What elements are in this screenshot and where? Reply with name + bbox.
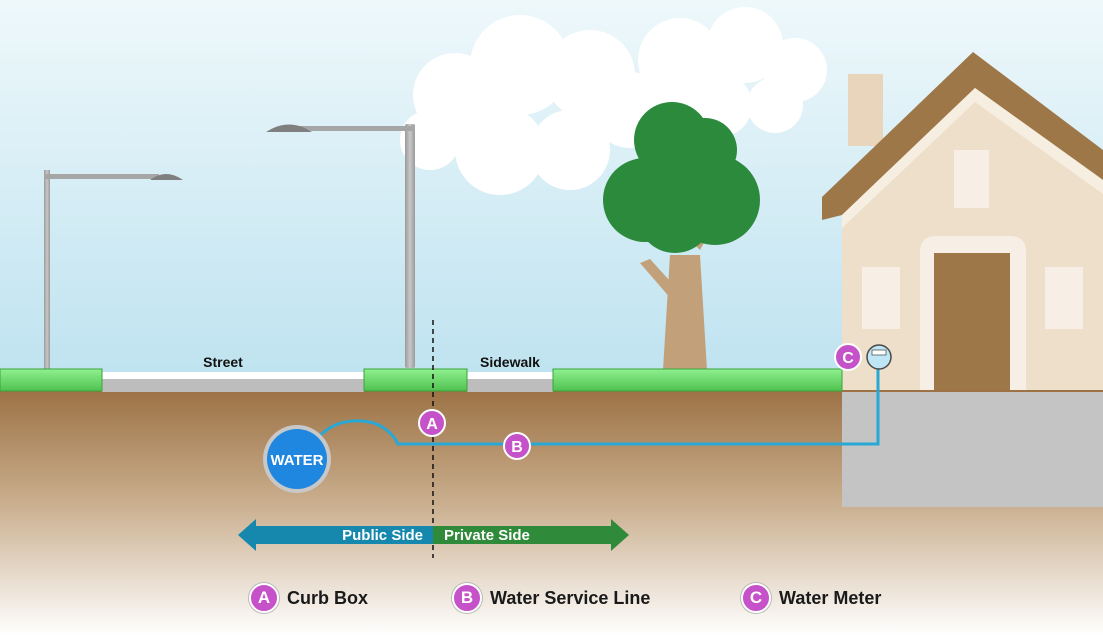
water-main-label: WATER: [270, 452, 323, 469]
marker-c: C: [834, 343, 862, 371]
private-side-arrow: [433, 519, 629, 551]
grass-left: [0, 368, 103, 392]
street-surface: [102, 379, 364, 392]
street-lamp-right: [266, 124, 415, 368]
water-service-pipe: [316, 369, 880, 446]
water-meter: [866, 344, 892, 370]
legend-item-curb-box: A Curb Box: [249, 582, 368, 614]
legend-badge-a: A: [249, 583, 279, 613]
street-label: Street: [203, 354, 243, 370]
legend-badge-b: B: [452, 583, 482, 613]
sidewalk-label: Sidewalk: [480, 354, 540, 370]
svg-text:A: A: [426, 416, 438, 433]
public-side-label: Public Side: [342, 527, 423, 544]
sidewalk-surface: [467, 379, 553, 392]
public-private-arrow: Public Side Private Side: [238, 519, 629, 551]
legend-item-water-meter: C Water Meter: [741, 582, 881, 614]
cloud-right: [630, 7, 827, 137]
legend-badge-c: C: [741, 583, 771, 613]
cloud-left: [400, 15, 668, 195]
water-main: WATER: [263, 425, 331, 493]
house: [822, 52, 1103, 392]
svg-text:C: C: [842, 350, 854, 367]
marker-a: A: [418, 409, 446, 437]
grass-yard: [552, 368, 843, 392]
public-side-arrow: [238, 519, 433, 551]
legend-label-water-service-line: Water Service Line: [490, 587, 651, 608]
private-side-label: Private Side: [444, 527, 530, 544]
street-lamp-left: [44, 170, 183, 370]
svg-text:B: B: [511, 439, 523, 456]
legend-label-curb-box: Curb Box: [287, 587, 368, 608]
marker-b: B: [503, 432, 531, 460]
house-foundation: [842, 392, 1103, 507]
tree: [603, 102, 760, 370]
grass-median: [363, 368, 468, 392]
legend-item-water-service-line: B Water Service Line: [452, 582, 650, 614]
legend-label-water-meter: Water Meter: [779, 587, 882, 608]
